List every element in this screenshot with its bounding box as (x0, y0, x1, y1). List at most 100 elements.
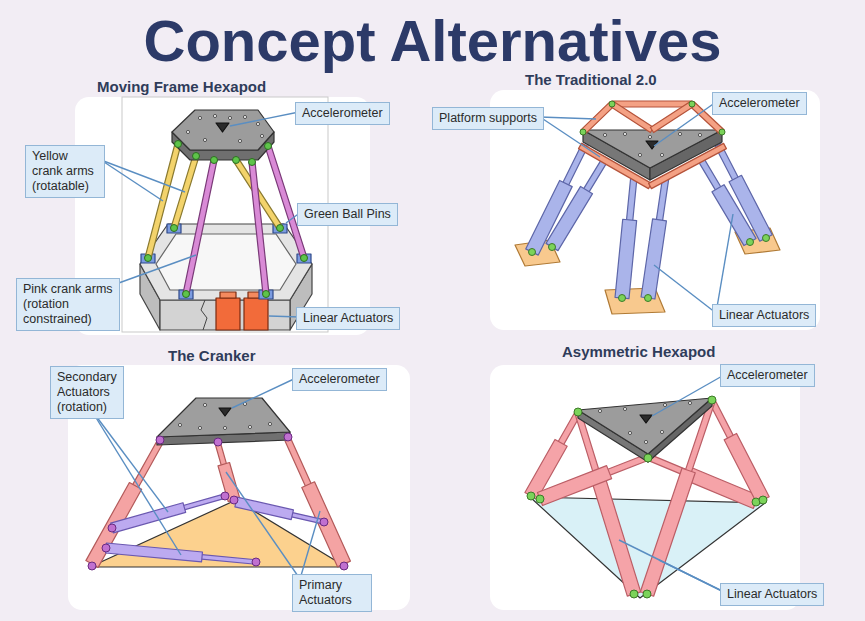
mount-hole (623, 407, 626, 410)
actuator-cylinder (218, 463, 240, 502)
platform-top (172, 110, 274, 150)
ball-pin (301, 255, 308, 262)
slide-title: Concept Alternatives (0, 12, 865, 70)
actuator-cylinder (537, 466, 611, 506)
callout-label: Green Ball Pins (304, 207, 391, 222)
leader-line (101, 160, 185, 192)
mount-hole (678, 132, 681, 135)
leader-line (652, 375, 724, 416)
mount-hole (198, 426, 201, 429)
callout-label: Linear Actuators (303, 311, 393, 326)
accelerometer-symbol (640, 415, 652, 423)
ball-pin (277, 225, 284, 232)
actuator-cylinder (235, 497, 294, 520)
actuator-cylinder (724, 433, 769, 503)
linear-actuator (216, 298, 240, 330)
mount-hole (598, 409, 601, 412)
callout-label: Accelerometer (719, 96, 800, 111)
mount-hole (186, 130, 189, 133)
leader-line (654, 265, 716, 313)
ball-pin (763, 235, 770, 242)
pink-crank-arm (265, 145, 307, 259)
ball-pin (644, 454, 652, 462)
mount-hole (660, 430, 663, 433)
leader-line (230, 112, 299, 126)
ball-pin (263, 291, 270, 298)
ball-pin (609, 101, 615, 107)
pivot-block (179, 290, 193, 299)
mount-hole (243, 115, 246, 118)
accelerometer-symbol (219, 408, 231, 416)
mount-hole (228, 116, 231, 119)
mount-hole (603, 133, 606, 136)
pivot-block (297, 254, 311, 263)
callout-box: Accelerometer (295, 102, 390, 125)
callout-box: Accelerometer (292, 368, 387, 391)
mount-hole (203, 403, 206, 406)
panel-ground (490, 365, 800, 610)
callout-label: Accelerometer (299, 372, 380, 387)
callout-label: Linear Actuators (727, 587, 817, 602)
ball-pin (549, 244, 556, 251)
ball-pin (689, 101, 695, 107)
panel-title: The Traditional 2.0 (525, 70, 657, 90)
callout-box: Green Ball Pins (297, 203, 398, 226)
leader-line (116, 255, 196, 284)
callout-label: Accelerometer (302, 106, 383, 121)
leader-lines (90, 102, 733, 592)
pivot-block (259, 290, 273, 299)
pivot-joint (108, 524, 116, 532)
mount-hole (698, 133, 701, 136)
mount-hole (213, 114, 216, 117)
ball-pin (645, 295, 652, 302)
callout-box: Linear Actuators (296, 307, 400, 330)
callout-box: Secondary Actuators (rotation) (50, 366, 124, 419)
concept-panel: Asymmetric HexapodAccelerometerLinear Ac… (490, 342, 800, 610)
callout-label: Yellow crank arms (rotatable) (32, 149, 98, 194)
concept-panel: The CrankerSecondary Actuators (rotation… (68, 346, 410, 610)
mount-hole (238, 139, 241, 142)
ball-pin (175, 141, 182, 148)
ball-pin (747, 239, 754, 246)
panel-title: The Cranker (168, 346, 256, 366)
callout-label: Accelerometer (727, 368, 808, 383)
actuator-cylinder (640, 468, 695, 596)
pivot-block (167, 224, 181, 233)
platform-support (612, 101, 692, 107)
leader-line (540, 117, 596, 119)
break-line (201, 300, 207, 330)
actuator-cylinder (546, 186, 593, 250)
pink-crank-arm (183, 159, 217, 294)
actuator-cylinder (111, 503, 186, 533)
actuator-head (220, 292, 236, 298)
callout-box: Pink crank arms (rotation constrained) (16, 278, 120, 331)
pivot-joint (252, 558, 260, 566)
pivot-joint (88, 562, 96, 570)
callout-box: Primary Actuators (292, 574, 372, 612)
callout-label: Pink crank arms (rotation constrained) (23, 282, 113, 327)
mount-hole (256, 122, 259, 125)
mount-hole (203, 138, 206, 141)
leader-line (654, 102, 716, 146)
base-rim (140, 224, 312, 300)
leader-line (716, 214, 733, 313)
mount-hole (260, 134, 263, 137)
ball-pin (643, 590, 651, 598)
ball-pin (183, 291, 190, 298)
ball-pin (719, 129, 725, 135)
ball-pin (249, 159, 256, 166)
platform-support (610, 101, 653, 132)
ball-pin (536, 495, 544, 503)
concept-panel: The Traditional 2.0Platform supportsAcce… (490, 70, 820, 330)
platform-top (583, 130, 722, 168)
ball-pin (527, 492, 535, 500)
ball-pin (233, 157, 240, 164)
leader-line (226, 472, 300, 579)
callout-box: Yellow crank arms (rotatable) (25, 145, 105, 198)
asymmetric-hexapod (490, 365, 800, 610)
leader-line (619, 540, 724, 592)
mount-hole (198, 116, 201, 119)
leader-line (232, 378, 296, 408)
ball-pin (630, 590, 638, 598)
pivot-block (141, 254, 155, 263)
